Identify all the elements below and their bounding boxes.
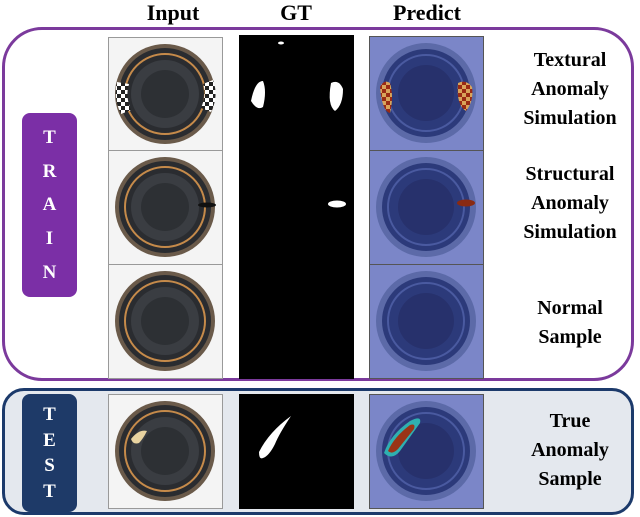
prediction-test xyxy=(369,394,484,509)
desc-line: Simulation xyxy=(523,107,617,129)
prediction-structural xyxy=(369,150,484,265)
row-desc-structural: Structural Anomaly Simulation xyxy=(505,160,635,247)
desc-line: Structural xyxy=(525,163,615,185)
train-letter: A xyxy=(42,194,57,216)
desc-line: Anomaly xyxy=(531,192,609,214)
row-desc-true-anomaly: True Anomaly Sample xyxy=(505,407,635,494)
input-image-textural xyxy=(108,37,223,152)
desc-line: Textural xyxy=(533,49,607,71)
train-letter: N xyxy=(42,261,57,283)
desc-line: True xyxy=(549,410,591,432)
test-letter: E xyxy=(43,429,56,451)
train-panel xyxy=(2,27,634,381)
desc-line: Simulation xyxy=(523,221,617,243)
test-letter: S xyxy=(44,455,55,477)
input-image-normal xyxy=(108,264,223,379)
gt-mask-normal xyxy=(239,264,354,379)
train-label: T R A I N xyxy=(22,113,77,297)
train-letter: R xyxy=(42,160,57,182)
desc-line: Anomaly xyxy=(531,78,609,100)
header-predict: Predict xyxy=(392,0,461,25)
gt-mask-textural xyxy=(239,35,354,150)
gt-mask-test xyxy=(239,394,354,509)
train-letter: T xyxy=(43,127,56,149)
prediction-normal xyxy=(369,264,484,379)
header-input: Input xyxy=(146,0,200,25)
desc-line: Normal xyxy=(537,297,603,319)
desc-line: Sample xyxy=(538,468,602,490)
input-image-structural xyxy=(108,150,223,265)
input-image-test xyxy=(108,394,223,509)
desc-line: Sample xyxy=(538,326,602,348)
test-letter: T xyxy=(43,404,56,426)
row-desc-textural: Textural Anomaly Simulation xyxy=(505,46,635,133)
desc-line: Anomaly xyxy=(531,439,609,461)
train-letter: I xyxy=(45,228,54,250)
test-letter: T xyxy=(43,480,56,502)
header-gt: GT xyxy=(280,0,312,25)
gt-mask-structural xyxy=(239,150,354,265)
row-desc-normal: Normal Sample xyxy=(505,294,635,352)
prediction-textural xyxy=(369,36,484,151)
test-label: T E S T xyxy=(22,394,77,512)
